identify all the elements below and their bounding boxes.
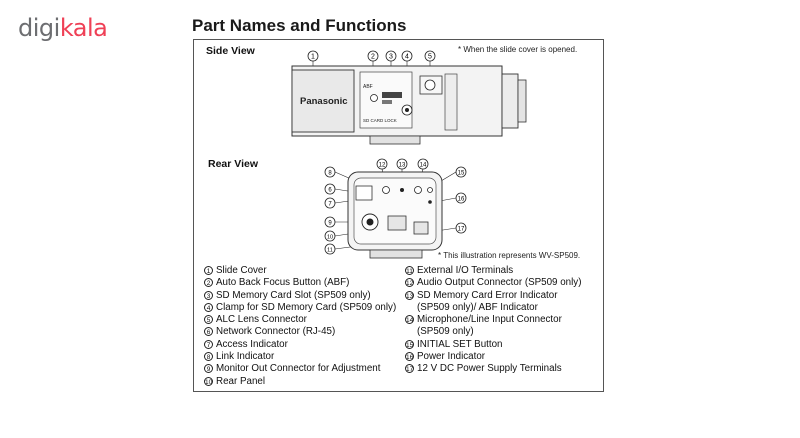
legend-number: 13 <box>405 290 414 300</box>
logo-part-kala: kala <box>59 14 108 42</box>
legend-number: 7 <box>204 339 213 349</box>
legend-text: Audio Output Connector (SP509 only) <box>417 277 582 289</box>
svg-text:8: 8 <box>328 171 332 177</box>
svg-text:7: 7 <box>328 202 332 208</box>
svg-text:3: 3 <box>389 54 393 61</box>
svg-text:10: 10 <box>327 235 333 241</box>
legend-number: 12 <box>405 278 414 288</box>
svg-text:12: 12 <box>379 163 386 169</box>
legend-number: 6 <box>204 327 213 337</box>
legend-number: 8 <box>204 352 213 362</box>
svg-text:17: 17 <box>458 227 465 233</box>
legend-number: 11 <box>405 266 414 275</box>
legend-text: Access Indicator <box>216 338 288 350</box>
legend-text: SD Memory Card Slot (SP509 only) <box>216 289 371 301</box>
legend-item-continued: (SP509 only) <box>405 326 581 338</box>
legend-number: 5 <box>204 315 213 325</box>
legend-number: 15 <box>405 339 414 349</box>
svg-text:16: 16 <box>458 197 465 203</box>
svg-text:1: 1 <box>311 54 315 61</box>
legend-text: Microphone/Line Input Connector <box>417 314 562 326</box>
legend-number: 1 <box>204 266 213 275</box>
legend-text: Network Connector (RJ-45) <box>216 326 336 338</box>
svg-text:13: 13 <box>399 163 406 169</box>
legend-text: External I/O Terminals <box>417 265 514 276</box>
svg-text:ABF: ABF <box>363 84 373 90</box>
diagram-frame <box>193 39 604 392</box>
legend-text: Clamp for SD Memory Card (SP509 only) <box>216 301 397 313</box>
rear-callout-10: 10 <box>324 230 349 242</box>
legend-number: 16 <box>405 352 414 362</box>
legend-text: Link Indicator <box>216 351 275 363</box>
legend-number: 2 <box>204 278 213 288</box>
legend-number: 17 <box>405 364 414 374</box>
side-view-label: Side View <box>206 45 255 57</box>
legend-text: (SP509 only) <box>417 326 474 338</box>
legend-item-continued: (SP509 only)/ ABF Indicator <box>405 302 581 314</box>
side-view-note: * When the slide cover is opened. <box>458 45 578 54</box>
legend-text: 12 V DC Power Supply Terminals <box>417 363 562 375</box>
rear-view-label: Rear View <box>208 158 259 170</box>
rear-view-diagram: 12 13 14 8 6 7 9 10 11 <box>324 158 467 259</box>
digikala-logo[interactable]: digikala <box>18 14 108 42</box>
legend-text: Power Indicator <box>417 351 486 363</box>
legend-text: Slide Cover <box>216 265 267 276</box>
side-view-diagram: 1 2 3 4 5 Panasonic ABF SD CARD LOCK <box>291 50 527 145</box>
svg-text:2: 2 <box>371 54 375 61</box>
legend-number: 9 <box>204 364 213 374</box>
legend-text: SD Memory Card Error Indicator <box>417 289 558 301</box>
svg-text:9: 9 <box>328 221 332 227</box>
svg-text:15: 15 <box>458 171 465 177</box>
svg-text:4: 4 <box>405 54 409 61</box>
legend-text: ALC Lens Connector <box>216 314 307 326</box>
svg-text:11: 11 <box>327 248 333 254</box>
svg-text:SD CARD LOCK: SD CARD LOCK <box>363 118 397 123</box>
logo-part-digi: digi <box>18 14 60 42</box>
svg-text:5: 5 <box>428 54 432 61</box>
legend-text: Rear Panel <box>216 375 266 387</box>
legend-text: Auto Back Focus Button (ABF) <box>216 277 350 289</box>
legend-number: 4 <box>204 302 213 312</box>
legend-text: INITIAL SET Button <box>417 338 503 350</box>
legend-number: 3 <box>204 290 213 300</box>
rear-view-note: * This illustration represents WV-SP509. <box>438 251 581 260</box>
page-title: Part Names and Functions <box>192 16 407 35</box>
legend-text: Monitor Out Connector for Adjustment <box>216 363 381 375</box>
legend-number: 10 <box>204 376 213 386</box>
rear-callout-16: 16 <box>433 192 467 204</box>
svg-text:14: 14 <box>420 163 427 169</box>
svg-text:Panasonic: Panasonic <box>300 96 348 107</box>
legend-text: (SP509 only)/ ABF Indicator <box>417 301 538 313</box>
svg-text:6: 6 <box>328 188 332 194</box>
legend-number: 14 <box>405 315 414 325</box>
